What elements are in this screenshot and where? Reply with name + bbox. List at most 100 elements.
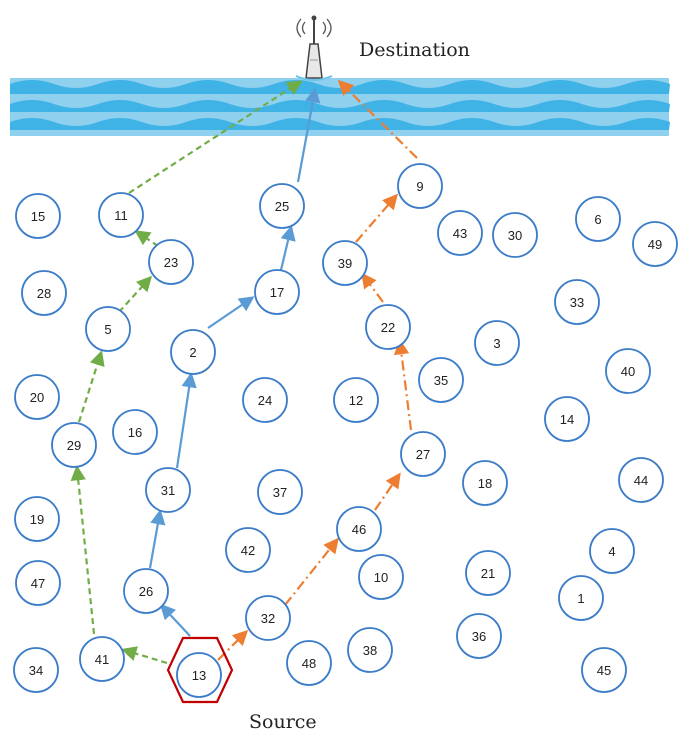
- sensor-node-21: 21: [465, 550, 511, 596]
- node-label: 40: [621, 364, 635, 379]
- sensor-node-16: 16: [112, 409, 158, 455]
- node-label: 41: [95, 652, 109, 667]
- sensor-node-34: 34: [13, 647, 59, 693]
- sensor-node-3: 3: [474, 320, 520, 366]
- sensor-node-39: 39: [322, 240, 368, 286]
- sensor-node-49: 49: [632, 221, 678, 267]
- node-label: 20: [30, 390, 44, 405]
- node-label: 37: [273, 485, 287, 500]
- node-circle: [148, 239, 194, 285]
- node-label: 38: [363, 643, 377, 658]
- node-label: 48: [302, 656, 316, 671]
- node-circle: [333, 377, 379, 423]
- node-label: 42: [241, 543, 255, 558]
- node-circle: [544, 396, 590, 442]
- node-circle: [242, 377, 288, 423]
- node-label: 2: [189, 345, 196, 360]
- node-label: 39: [338, 256, 352, 271]
- sensor-node-18: 18: [462, 460, 508, 506]
- node-circle: [554, 279, 600, 325]
- node-circle: [286, 640, 332, 686]
- sea-surface: [10, 78, 670, 136]
- node-circle: [632, 221, 678, 267]
- node-label: 1: [577, 591, 584, 606]
- node-circle: [365, 304, 411, 350]
- node-label: 9: [416, 179, 423, 194]
- sensor-node-2: 2: [170, 329, 216, 375]
- sensor-node-38: 38: [347, 627, 393, 673]
- node-label: 24: [258, 393, 272, 408]
- node-circle: [112, 409, 158, 455]
- node-circle: [418, 357, 464, 403]
- sensor-node-40: 40: [605, 348, 651, 394]
- node-circle: [21, 270, 67, 316]
- node-circle: [492, 212, 538, 258]
- sensor-node-48: 48: [286, 640, 332, 686]
- node-circle: [176, 652, 222, 698]
- sensor-node-1: 1: [558, 575, 604, 621]
- node-circle: [575, 196, 621, 242]
- sensor-node-15: 15: [15, 193, 61, 239]
- node-label: 30: [508, 228, 522, 243]
- node-circle: [465, 550, 511, 596]
- node-circle: [15, 560, 61, 606]
- node-label: 10: [374, 570, 388, 585]
- node-label: 31: [161, 483, 175, 498]
- sensor-node-25: 25: [259, 183, 305, 229]
- sensor-node-32: 32: [245, 595, 291, 641]
- sensor-node-13: 13: [176, 652, 222, 698]
- node-circle: [474, 320, 520, 366]
- sensor-node-45: 45: [581, 647, 627, 693]
- node-label: 4: [608, 544, 615, 559]
- node-label: 26: [139, 584, 153, 599]
- sensor-node-43: 43: [437, 210, 483, 256]
- node-label: 18: [478, 476, 492, 491]
- node-circle: [400, 431, 446, 477]
- node-circle: [397, 163, 443, 209]
- sensor-node-27: 27: [400, 431, 446, 477]
- node-label: 13: [192, 668, 206, 683]
- sensor-node-44: 44: [618, 457, 664, 503]
- node-label: 23: [164, 255, 178, 270]
- sensor-node-36: 36: [456, 613, 502, 659]
- node-circle: [257, 469, 303, 515]
- node-circle: [123, 568, 169, 614]
- node-circle: [336, 506, 382, 552]
- sensor-node-42: 42: [225, 527, 271, 573]
- sensor-node-35: 35: [418, 357, 464, 403]
- node-label: 25: [275, 199, 289, 214]
- node-circle: [322, 240, 368, 286]
- sensor-node-19: 19: [14, 496, 60, 542]
- node-label: 45: [597, 663, 611, 678]
- sensor-node-41: 41: [79, 636, 125, 682]
- node-circle: [15, 193, 61, 239]
- sensor-node-6: 6: [575, 196, 621, 242]
- node-label: 29: [67, 438, 81, 453]
- node-label: 35: [434, 373, 448, 388]
- node-circle: [254, 269, 300, 315]
- node-label: 14: [560, 412, 574, 427]
- node-label: 47: [31, 576, 45, 591]
- sensor-node-33: 33: [554, 279, 600, 325]
- node-label: 17: [270, 285, 284, 300]
- path-green-dashed: [70, 80, 303, 665]
- node-label: 43: [453, 226, 467, 241]
- node-label: 22: [381, 320, 395, 335]
- sensor-node-14: 14: [544, 396, 590, 442]
- source-label: Source: [249, 711, 317, 733]
- sensor-node-4: 4: [589, 528, 635, 574]
- node-label: 28: [37, 286, 51, 301]
- node-circle: [225, 527, 271, 573]
- sensor-node-30: 30: [492, 212, 538, 258]
- path-orange-dashdot: [217, 79, 418, 661]
- node-circle: [347, 627, 393, 673]
- node-circle: [259, 183, 305, 229]
- sensor-node-10: 10: [358, 554, 404, 600]
- sensor-node-24: 24: [242, 377, 288, 423]
- node-label: 44: [634, 473, 648, 488]
- node-circle: [14, 496, 60, 542]
- node-label: 32: [261, 611, 275, 626]
- node-label: 5: [104, 322, 111, 337]
